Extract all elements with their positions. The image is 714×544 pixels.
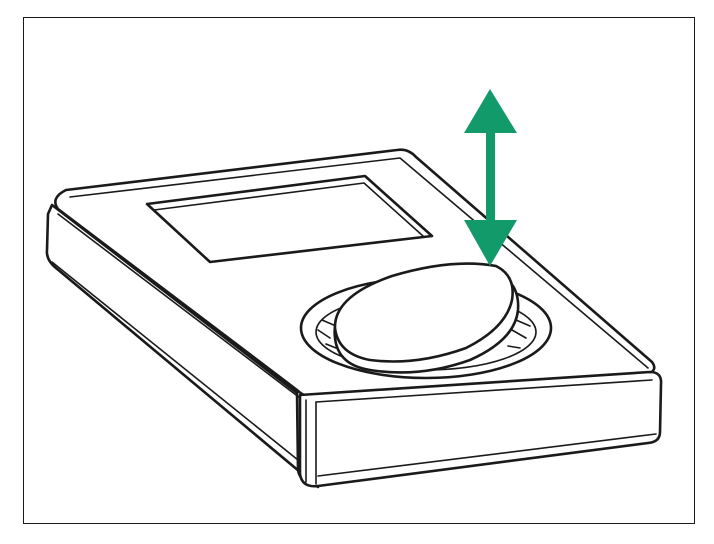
battery-coin-cell-icon: [333, 262, 520, 374]
up-down-arrow-icon: [464, 89, 517, 266]
figure-frame: [23, 17, 695, 524]
display-window-icon: [145, 174, 434, 264]
